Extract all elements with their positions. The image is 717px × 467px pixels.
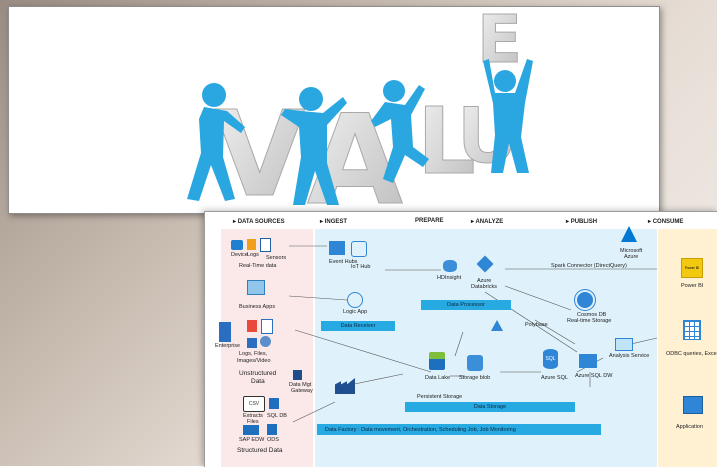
architecture-slide: ▸ DATA SOURCES ▸ INGEST PREPARE ▸ ANALYZ… bbox=[204, 211, 717, 467]
label-extracts: Extracts bbox=[243, 413, 263, 419]
label-storage-blob: Storage blob bbox=[459, 375, 491, 381]
label-files: Files bbox=[247, 419, 259, 425]
label-data-mgt: Data Mgt bbox=[289, 382, 312, 388]
cosmos-db-icon bbox=[577, 292, 593, 308]
label-microsoft: Microsoft bbox=[620, 248, 643, 254]
label-sap-edw: SAP EDW bbox=[239, 437, 265, 443]
header-analyze: ▸ ANALYZE bbox=[471, 219, 504, 225]
letter-l: L bbox=[417, 88, 476, 195]
enterprise-icon bbox=[219, 322, 231, 342]
label-enterprise: Enterprise bbox=[215, 343, 241, 349]
video-icon bbox=[260, 336, 271, 347]
label-databricks: Databricks bbox=[471, 284, 497, 290]
spreadsheet-icon bbox=[683, 320, 701, 340]
data-gateway-icon bbox=[293, 370, 302, 380]
label-sensors: Sensors bbox=[266, 255, 287, 261]
label-logic-app: Logic App bbox=[343, 309, 368, 315]
logs-icon bbox=[247, 239, 256, 250]
header-publish: ▸ PUBLISH bbox=[566, 219, 598, 225]
label-data-lake: Data Lake bbox=[425, 375, 451, 381]
label-real-time-data: Real-Time data bbox=[239, 263, 277, 269]
person-figure-holding-e bbox=[483, 59, 533, 173]
data-receiver-bar: Data Receiver bbox=[321, 321, 395, 331]
label-persistent-storage: Persistent Storage bbox=[417, 394, 463, 400]
label-business-apps: Business Apps bbox=[239, 304, 276, 310]
label-power-bi: Power BI bbox=[681, 283, 704, 289]
label-polybase: Polybase bbox=[525, 322, 548, 328]
label-odbc: ODBC queries, Exce bbox=[666, 351, 717, 357]
label-realtime-storage: Real-time Storage bbox=[567, 318, 612, 324]
letter-v: V bbox=[214, 85, 305, 213]
label-event-hubs: Event Hubs bbox=[329, 259, 358, 265]
label-iot-hub: IoT Hub bbox=[351, 264, 371, 270]
label-unstructured-data: Data bbox=[251, 378, 265, 385]
label-hdinsight: HDInsight bbox=[437, 275, 462, 281]
document-icon bbox=[261, 319, 273, 334]
value-slide: V A L U E bbox=[8, 6, 660, 214]
label-databricks-azure: Azure bbox=[477, 278, 492, 284]
value-letters: V A L U E bbox=[214, 7, 523, 213]
device-icon bbox=[231, 240, 243, 250]
label-gateway: Gateway bbox=[291, 388, 313, 394]
storage-blob-icon bbox=[467, 355, 483, 371]
label-structured-data: Structured Data bbox=[237, 447, 283, 454]
label-cosmos-db: Cosmos DB bbox=[577, 312, 607, 318]
iot-hub-icon bbox=[351, 241, 367, 257]
data-factory-icon bbox=[335, 378, 355, 394]
image-icon bbox=[247, 338, 257, 348]
sql-db-icon bbox=[269, 398, 279, 409]
label-unstructured: Unstructured bbox=[239, 370, 277, 377]
label-azure: Azure bbox=[624, 254, 639, 260]
label-spark-connector: Spark Connector (DirectQuery) bbox=[551, 263, 627, 269]
person-figure-lifting bbox=[281, 87, 347, 205]
label-images-video: Images/Video bbox=[237, 358, 271, 364]
label-sql-db: SQL DB bbox=[267, 413, 287, 419]
label-logs-files: Logs, Files, bbox=[239, 351, 268, 357]
person-figure-pushing bbox=[187, 83, 245, 201]
value-illustration: V A L U E bbox=[187, 7, 533, 213]
power-bi-icon: Power BI bbox=[681, 258, 703, 278]
person-figure-climbing bbox=[371, 80, 429, 183]
pdf-icon bbox=[247, 320, 257, 332]
label-ods: ODS bbox=[267, 437, 279, 443]
event-hubs-icon bbox=[329, 241, 345, 255]
business-apps-icon bbox=[247, 280, 265, 295]
label-application: Application bbox=[676, 424, 703, 430]
analysis-service-icon bbox=[615, 338, 633, 351]
sap-icon bbox=[243, 425, 259, 435]
data-storage-bar: Data Storage bbox=[405, 402, 575, 412]
header-consume: ▸ CONSUME bbox=[648, 219, 684, 225]
ml-flask-icon bbox=[491, 320, 503, 331]
label-azure-sql-dw: Azure SQL DW bbox=[575, 373, 613, 379]
azure-sql-icon: SQL bbox=[543, 349, 558, 369]
header-data-sources: ▸ DATA SOURCES bbox=[233, 219, 285, 225]
data-lake-icon bbox=[429, 352, 445, 370]
hdinsight-icon bbox=[443, 260, 457, 272]
header-ingest: ▸ INGEST bbox=[320, 219, 348, 225]
data-processor-bar: Data Processor bbox=[421, 300, 511, 310]
logic-app-icon bbox=[347, 292, 363, 308]
header-prepare: PREPARE bbox=[415, 218, 444, 224]
label-device: Device bbox=[231, 252, 248, 258]
application-icon bbox=[683, 396, 703, 414]
azure-sql-dw-icon bbox=[579, 354, 597, 368]
sensors-icon bbox=[260, 238, 271, 252]
letter-e: E bbox=[477, 7, 522, 78]
label-azure-sql: Azure SQL bbox=[541, 375, 568, 381]
label-analysis-service: Analysis Service bbox=[609, 353, 650, 359]
csv-icon: CSV bbox=[243, 396, 265, 412]
microsoft-azure-icon bbox=[621, 226, 637, 242]
ods-icon bbox=[267, 424, 277, 435]
data-factory-bar: Data Factory : Data movement, Orchestrat… bbox=[317, 424, 601, 435]
label-logs: Logs bbox=[247, 252, 259, 258]
